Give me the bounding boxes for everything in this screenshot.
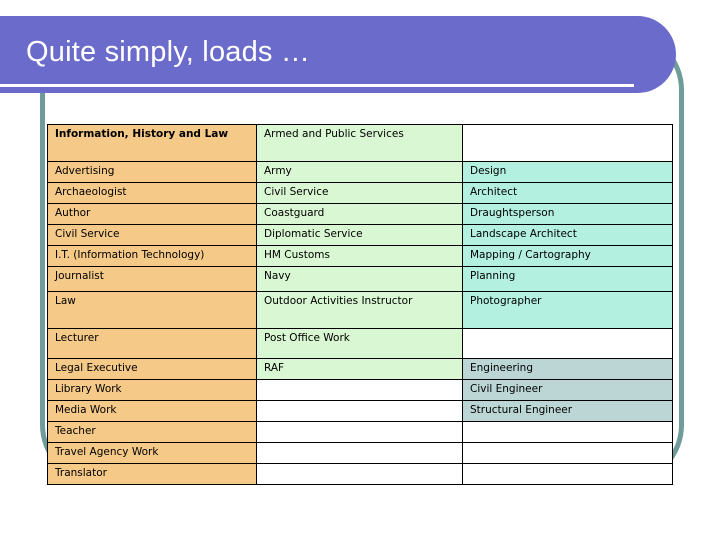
table-row: Legal Executive RAF Engineering xyxy=(47,358,673,380)
cell-col3: Photographer xyxy=(462,291,673,329)
cell-col1: Archaeologist xyxy=(47,182,257,204)
table-row: Library Work Civil Engineer xyxy=(47,379,673,401)
table-row: Civil Service Diplomatic Service Landsca… xyxy=(47,224,673,246)
slide-title: Quite simply, loads … xyxy=(26,36,311,68)
cell-col1: Lecturer xyxy=(47,328,257,359)
cell-col1: Legal Executive xyxy=(47,358,257,380)
careers-table: Information, History and Law Armed and P… xyxy=(47,124,673,485)
cell-col2: RAF xyxy=(256,358,463,380)
cell-col2: Civil Service xyxy=(256,182,463,204)
cell-col1: Teacher xyxy=(47,421,257,443)
cell-col1: Journalist xyxy=(47,266,257,292)
cell-col2 xyxy=(256,463,463,485)
cell-col2 xyxy=(256,442,463,464)
cell-col1: Advertising xyxy=(47,161,257,183)
cell-col2 xyxy=(256,379,463,401)
cell-col1: Media Work xyxy=(47,400,257,422)
table-row: Archaeologist Civil Service Architect xyxy=(47,182,673,204)
table-header-row: Information, History and Law Armed and P… xyxy=(47,124,673,162)
cell-col3: Planning xyxy=(462,266,673,292)
table-row: Law Outdoor Activities Instructor Photog… xyxy=(47,291,673,329)
cell-col2: Post Office Work xyxy=(256,328,463,359)
cell-col1: Translator xyxy=(47,463,257,485)
table-row: Lecturer Post Office Work xyxy=(47,328,673,359)
table-row: Travel Agency Work xyxy=(47,442,673,464)
cell-col2 xyxy=(256,421,463,443)
title-banner xyxy=(0,16,676,93)
table-header-cell-armed-public-services: Armed and Public Services xyxy=(256,124,463,162)
cell-col3: Structural Engineer xyxy=(462,400,673,422)
cell-col2: Outdoor Activities Instructor xyxy=(256,291,463,329)
cell-col1: Author xyxy=(47,203,257,225)
cell-col3: Draughtsperson xyxy=(462,203,673,225)
cell-col3: Architect xyxy=(462,182,673,204)
cell-col1: Library Work xyxy=(47,379,257,401)
cell-col2: HM Customs xyxy=(256,245,463,267)
table-row: I.T. (Information Technology) HM Customs… xyxy=(47,245,673,267)
cell-col3-engineering-head: Engineering xyxy=(462,358,673,380)
cell-col3 xyxy=(462,421,673,443)
cell-col3: Civil Engineer xyxy=(462,379,673,401)
table-header-cell-empty xyxy=(462,124,673,162)
cell-col2 xyxy=(256,400,463,422)
cell-col3: Design xyxy=(462,161,673,183)
table-row: Author Coastguard Draughtsperson xyxy=(47,203,673,225)
table-row: Media Work Structural Engineer xyxy=(47,400,673,422)
cell-col3: Landscape Architect xyxy=(462,224,673,246)
table-row: Translator xyxy=(47,463,673,485)
cell-col2: Diplomatic Service xyxy=(256,224,463,246)
cell-col1: Law xyxy=(47,291,257,329)
cell-col3 xyxy=(462,442,673,464)
cell-col1: Civil Service xyxy=(47,224,257,246)
cell-col1: I.T. (Information Technology) xyxy=(47,245,257,267)
table-row: Advertising Army Design xyxy=(47,161,673,183)
table-row: Teacher xyxy=(47,421,673,443)
cell-col3 xyxy=(462,463,673,485)
table-header-cell-information-history-law: Information, History and Law xyxy=(47,124,257,162)
cell-col1: Travel Agency Work xyxy=(47,442,257,464)
cell-col3 xyxy=(462,328,673,359)
cell-col2: Coastguard xyxy=(256,203,463,225)
cell-col3: Mapping / Cartography xyxy=(462,245,673,267)
title-underline-rule xyxy=(0,84,634,87)
cell-col2: Army xyxy=(256,161,463,183)
table-row: Journalist Navy Planning xyxy=(47,266,673,292)
cell-col2: Navy xyxy=(256,266,463,292)
